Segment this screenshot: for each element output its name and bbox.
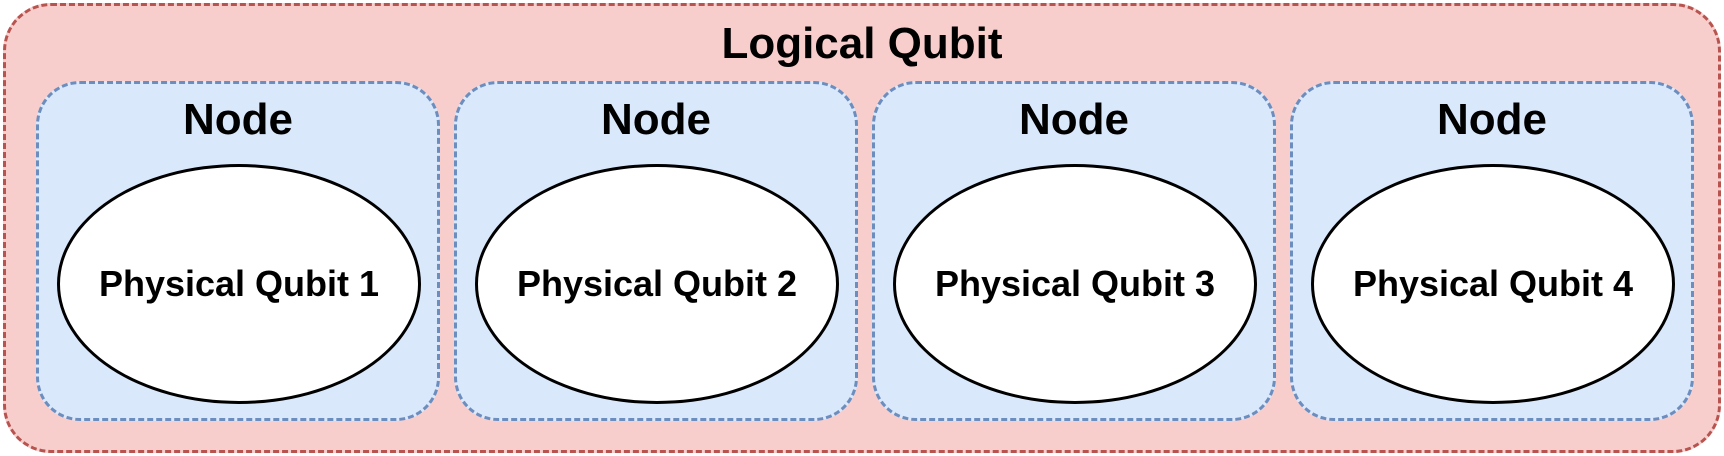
physical-qubit-label: Physical Qubit 1 — [98, 263, 380, 304]
physical-qubit-1: Physical Qubit 1 — [57, 164, 421, 404]
physical-qubit-3: Physical Qubit 3 — [893, 164, 1257, 404]
node-4: Node Physical Qubit 4 — [1290, 81, 1694, 421]
physical-qubit-label: Physical Qubit 2 — [516, 263, 798, 304]
physical-qubit-2: Physical Qubit 2 — [475, 164, 839, 404]
node-2: Node Physical Qubit 2 — [454, 81, 858, 421]
node-title: Node — [1437, 95, 1547, 144]
logical-qubit-container: Logical Qubit Node Physical Qubit 1 Node… — [3, 3, 1721, 453]
logical-qubit-title: Logical Qubit — [721, 19, 1003, 68]
physical-qubit-label: Physical Qubit 3 — [934, 263, 1216, 304]
node-1: Node Physical Qubit 1 — [36, 81, 440, 421]
physical-qubit-4: Physical Qubit 4 — [1311, 164, 1675, 404]
node-title: Node — [601, 95, 711, 144]
physical-qubit-label: Physical Qubit 4 — [1352, 263, 1634, 304]
node-title: Node — [1019, 95, 1129, 144]
node-3: Node Physical Qubit 3 — [872, 81, 1276, 421]
node-title: Node — [183, 95, 293, 144]
